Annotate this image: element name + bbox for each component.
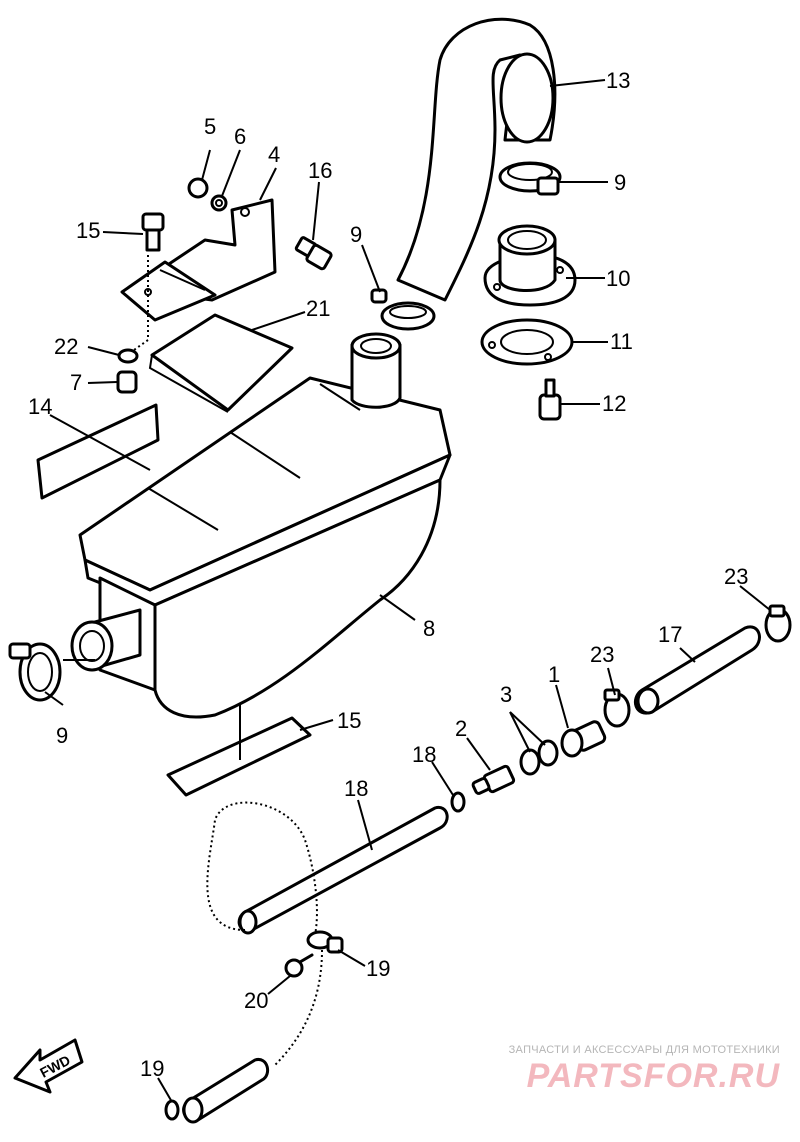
label-14-upper: 14 xyxy=(28,394,52,419)
hose-16 xyxy=(633,625,761,715)
hose-13 xyxy=(396,17,557,302)
coolant-tank-8 xyxy=(70,332,452,719)
label-15-left: 15 xyxy=(76,218,100,243)
label-22: 22 xyxy=(54,334,78,359)
bolt-15-right xyxy=(294,236,333,271)
hose-clamp-23-middle xyxy=(603,688,631,728)
hose-clamp-23-right xyxy=(764,604,792,643)
leader-lines xyxy=(44,79,771,1103)
label-2: 2 xyxy=(455,716,467,741)
label-9-middle: 9 xyxy=(350,222,362,247)
label-21: 21 xyxy=(306,296,330,321)
hose-clamp-9-upper xyxy=(498,161,562,196)
washer-3a xyxy=(537,739,559,767)
fitting-1 xyxy=(560,720,607,758)
label-3: 3 xyxy=(500,682,512,707)
hose-lower xyxy=(182,1058,270,1124)
clip-18-upper xyxy=(450,791,466,813)
fwd-arrow-icon: FWD xyxy=(13,1038,84,1094)
callout-labels: 13 9 10 11 12 9 4 5 6 16 15 21 22 7 14 8… xyxy=(28,68,748,1081)
nut-5 xyxy=(187,177,209,199)
label-6: 6 xyxy=(234,124,246,149)
clamp-19 xyxy=(306,930,344,954)
watermark: ЗАПЧАСТИ И АКСЕССУАРЫ ДЛЯ МОТОТЕХНИКИ PA… xyxy=(490,1044,780,1096)
label-20: 20 xyxy=(244,988,268,1013)
watermark-brand: PARTSFOR.RU xyxy=(526,1057,780,1095)
label-9-upper: 9 xyxy=(614,170,626,195)
label-15-right: 16 xyxy=(308,158,332,183)
bolt-15-left xyxy=(141,212,165,252)
label-7: 7 xyxy=(70,370,82,395)
outlet-fitting-10 xyxy=(483,224,577,307)
label-14-lower: 15 xyxy=(337,708,361,733)
pad-14-upper xyxy=(36,403,160,500)
clip-18-lower xyxy=(164,1099,180,1121)
label-1: 1 xyxy=(548,662,560,687)
label-5: 5 xyxy=(204,114,216,139)
washer-3b xyxy=(519,748,541,776)
watermark-caption: ЗАПЧАСТИ И АКСЕССУАРЫ ДЛЯ МОТОТЕХНИКИ xyxy=(508,1044,780,1056)
label-9-left: 9 xyxy=(56,723,68,748)
label-16: 17 xyxy=(658,622,682,647)
tank-cover-21 xyxy=(148,313,294,413)
bracket-4 xyxy=(120,198,277,322)
label-4: 4 xyxy=(268,142,280,167)
hose-clamp-9-left xyxy=(8,642,62,702)
label-23-middle: 23 xyxy=(590,642,614,667)
label-18-upper: 18 xyxy=(412,742,436,767)
label-12: 12 xyxy=(602,391,626,416)
fitting-2 xyxy=(471,764,516,795)
label-11: 11 xyxy=(610,329,633,354)
gasket-11 xyxy=(480,318,574,366)
hose-17 xyxy=(206,801,449,936)
label-17: 18 xyxy=(344,776,368,801)
label-18-lower: 19 xyxy=(140,1056,164,1081)
washer-6 xyxy=(210,194,228,212)
hose-clamp-9-middle xyxy=(370,288,436,331)
screw-20 xyxy=(284,953,314,978)
collar-7 xyxy=(116,370,138,394)
label-8: 8 xyxy=(423,616,435,641)
label-19: 19 xyxy=(366,956,390,981)
label-13: 13 xyxy=(606,68,630,93)
label-23-right: 23 xyxy=(724,564,748,589)
washer-22 xyxy=(117,348,139,364)
label-10: 10 xyxy=(606,266,630,291)
bolt-12 xyxy=(538,378,562,421)
